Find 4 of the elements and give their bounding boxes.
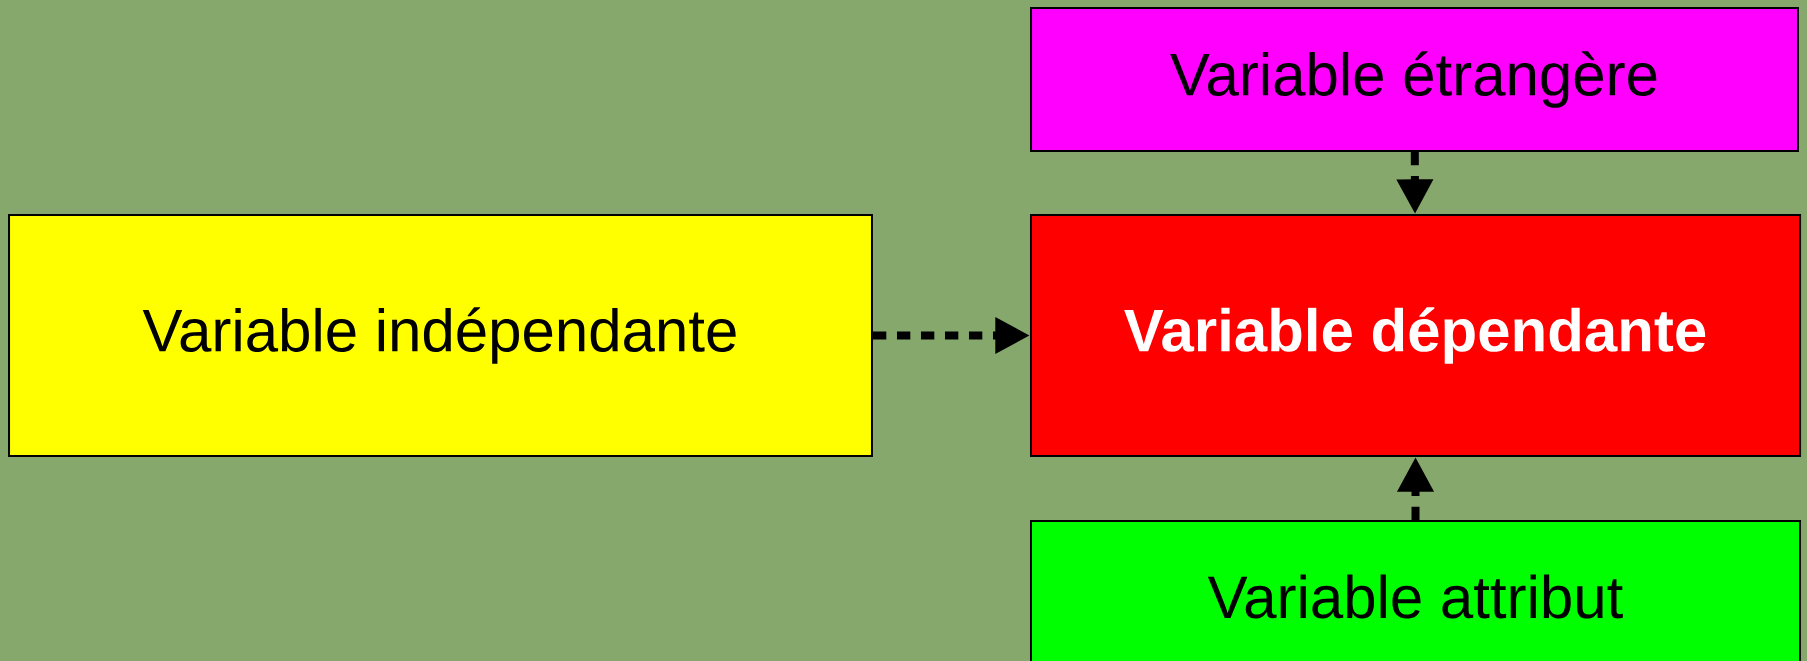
variable-box: Variable attribut [1030,520,1802,661]
variable-box: Variable dépendante [1030,213,1802,458]
variable-box: Variable indépendante [8,213,873,458]
variable-box: Variable étrangère [1030,7,1799,152]
